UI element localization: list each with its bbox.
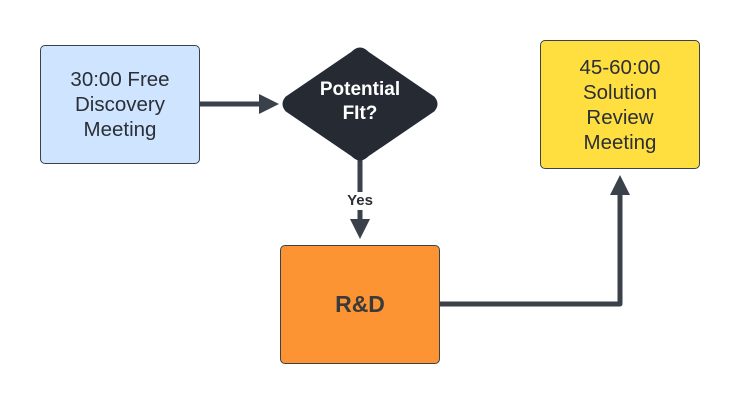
rd-node: R&D [280,245,440,364]
solution-node-line-4: Meeting [583,130,657,154]
connector-rd-to-solution [440,175,630,307]
discovery-node-line-2: Discovery [75,93,165,116]
edge-label-yes: Yes [330,192,390,210]
rd-node-label: R&D [335,291,385,317]
decision-node-line-1: Potential [319,79,401,100]
solution-node-line-2: Solution [582,80,658,104]
decision-node-line-2: FIt? [342,103,378,124]
solution-node-line-1: 45-60:00 [579,55,661,79]
discovery-node-line-3: Meeting [83,118,157,141]
discovery-node-line-1: 30:00 Free [70,68,170,91]
solution-review-node: 45-60:00 Solution Review Meeting [540,40,700,169]
decision-node-label: Potential FIt? [290,78,430,126]
discovery-meeting-node: 30:00 Free Discovery Meeting [40,45,200,164]
solution-node-line-3: Review [586,105,654,129]
decision-diamond [282,47,438,161]
